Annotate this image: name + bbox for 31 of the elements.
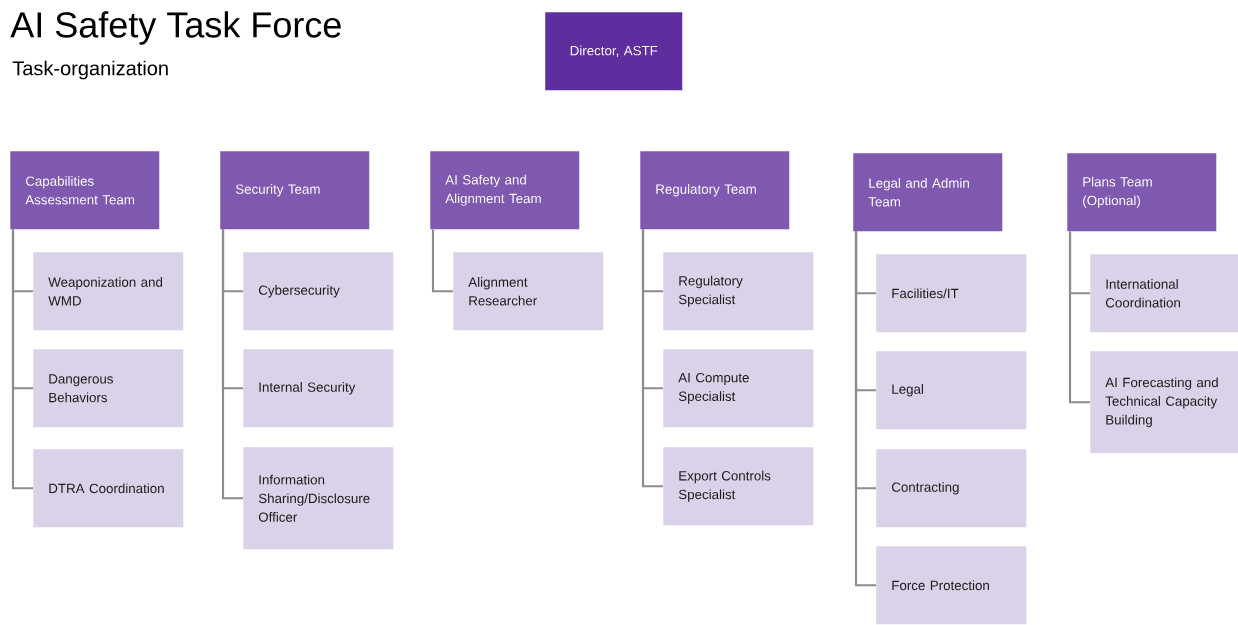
role-box: Weaponization and WMD [33, 252, 184, 331]
role-box: Force Protection [876, 546, 1027, 625]
role-box: AI Forecasting and Technical Capacity Building [1090, 351, 1238, 454]
connector-line [11, 229, 33, 490]
team-box: Security Team [220, 151, 370, 230]
connector-line [854, 231, 876, 587]
role-box: Legal [876, 351, 1027, 430]
role-box: Facilities/IT [876, 254, 1027, 333]
connector-line [221, 229, 243, 500]
leader-box: Director, ASTF [545, 12, 683, 91]
role-box: Information Sharing/Disclosure Officer [243, 447, 394, 550]
connector-line [431, 229, 453, 293]
team-box: Plans Team (Optional) [1067, 153, 1217, 232]
role-box: Alignment Researcher [453, 252, 604, 331]
role-box: Export Controls Specialist [663, 447, 814, 526]
role-box: Cybersecurity [243, 252, 394, 331]
title: AI Safety Task Force [10, 11, 341, 45]
role-box: Dangerous Behaviors [33, 349, 184, 428]
team-box: AI Safety and Alignment Team [430, 151, 580, 230]
connector-line [641, 229, 663, 488]
role-box: Internal Security [243, 349, 394, 428]
connector-line [1068, 231, 1090, 404]
team-box: Regulatory Team [640, 151, 790, 230]
role-box: Regulatory Specialist [663, 252, 814, 331]
team-box: Legal and Admin Team [853, 153, 1003, 232]
role-box: International Coordination [1090, 254, 1238, 333]
role-box: AI Compute Specialist [663, 349, 814, 428]
role-box: Contracting [876, 449, 1027, 528]
subtitle: Task-organization [12, 60, 168, 80]
team-box: Capabilities Assessment Team [10, 151, 160, 230]
role-box: DTRA Coordination [33, 449, 184, 528]
